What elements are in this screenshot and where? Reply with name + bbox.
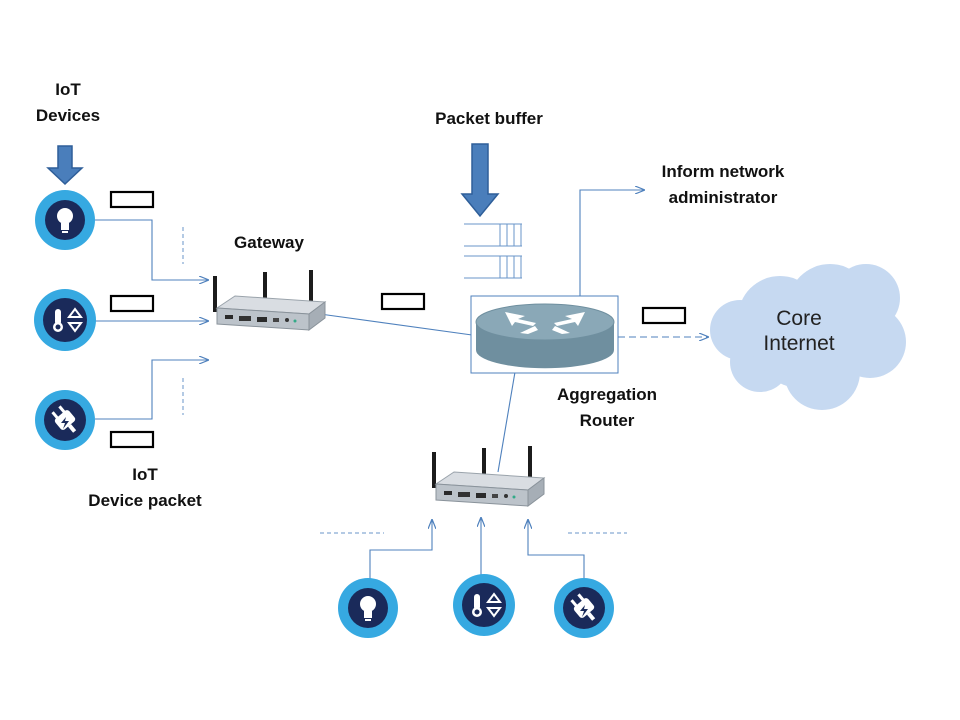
packet-buffer-queue [464, 223, 522, 279]
iot-devices-down-arrow [46, 145, 84, 186]
gateway-label: Gateway [234, 233, 304, 252]
bulb-icon [35, 190, 95, 250]
cloud-icon [710, 264, 906, 410]
gateway-device-icon [431, 445, 545, 507]
bulb-icon [338, 578, 398, 638]
plug-icon [554, 578, 614, 638]
router-icon [470, 295, 619, 374]
inform-network-administrator-label: Inform network administrator [661, 162, 785, 207]
iot-device-packet-label: IoT Device packet [88, 465, 202, 510]
plug-icon [35, 390, 95, 450]
dashed-separators [182, 227, 627, 534]
gateway-device-icon [212, 269, 326, 331]
iot-devices-label: IoT Devices [35, 80, 101, 125]
packet-boxes [109, 190, 687, 449]
packet-buffer-down-arrow [460, 143, 500, 218]
packet-buffer-label: Packet buffer [435, 109, 543, 128]
aggregation-router-label: Aggregation Router [556, 385, 658, 430]
thermometer-icon [34, 289, 96, 351]
core-internet-label: Core Internet [763, 307, 835, 355]
connection-lines [95, 190, 708, 584]
thermometer-icon [453, 574, 515, 636]
